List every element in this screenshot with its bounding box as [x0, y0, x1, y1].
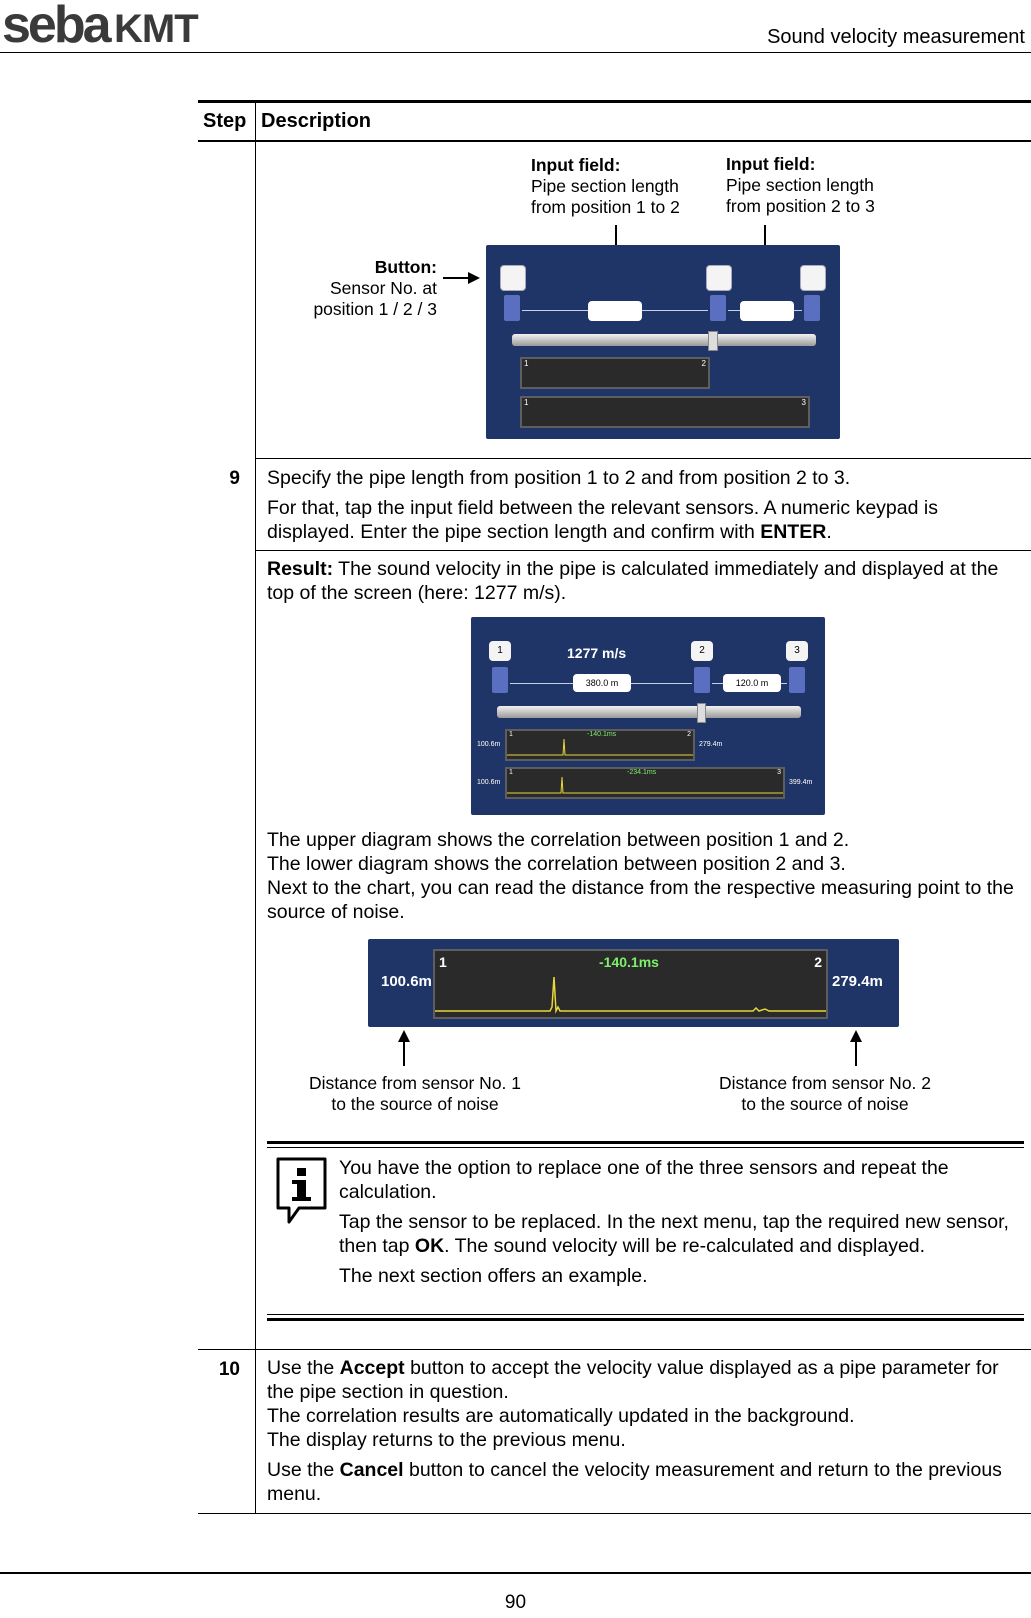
pipe-graphic	[497, 706, 801, 718]
sensor-button-2[interactable]: 2	[691, 641, 713, 661]
header-rule	[0, 52, 1031, 53]
infobox-bottom-rule-thin	[267, 1314, 1024, 1315]
step9-result: Result: The sound velocity in the pipe i…	[267, 558, 999, 604]
pipe-length-input-2[interactable]: 120.0 m	[723, 674, 781, 692]
correlation-chart-1-2: 1 2	[520, 357, 710, 389]
screen-result: 1 2 3 1277 m/s 380.0 m 120.0 m 100.6m 1 …	[471, 617, 825, 815]
correlation-trace	[435, 976, 826, 1014]
time-delay-readout: -140.1ms	[599, 954, 659, 970]
footer-rule	[0, 1572, 1031, 1574]
logo-text-seba: seba	[2, 2, 113, 48]
label-input-field-2: Input field: Pipe section length from po…	[726, 154, 875, 216]
arrowhead-icon	[468, 272, 480, 284]
table-bottom-rule	[198, 1513, 1031, 1514]
screen-empty: 1 2 1 3	[486, 245, 840, 439]
distance-left-readout: 100.6m	[381, 973, 432, 990]
pipe-joint	[708, 331, 718, 351]
figure3-arrows	[398, 1030, 862, 1066]
screen-chart-zoom: 100.6m 1 -140.1ms 2 279.4m	[368, 939, 899, 1027]
step10-instructions: Use the Accept button to accept the velo…	[267, 1357, 1002, 1505]
table-header-rule	[198, 140, 1031, 142]
step-number-10: 10	[218, 1359, 240, 1380]
info-icon	[276, 1157, 327, 1224]
column-header-step: Step	[203, 110, 247, 132]
row-rule	[255, 458, 1031, 459]
infobox-bottom-rule	[267, 1318, 1024, 1321]
pipe-length-input-1[interactable]	[588, 301, 642, 321]
pipe-joint	[697, 703, 706, 723]
row-rule	[255, 550, 1031, 551]
sebakmt-logo: seba KMT	[2, 2, 199, 48]
label-sensor-button: Button: Sensor No. at position 1 / 2 / 3	[313, 257, 437, 319]
sensor-icon	[694, 667, 710, 693]
sensor-button-3[interactable]	[800, 265, 826, 291]
pipe-length-input-1[interactable]: 380.0 m	[573, 674, 631, 692]
info-note: You have the option to replace one of th…	[339, 1157, 1009, 1287]
correlation-chart-1-3: 1 3	[520, 396, 810, 428]
sensor-icon	[504, 295, 520, 321]
section-title: Sound velocity measurement	[767, 26, 1025, 48]
step-number-9: 9	[229, 468, 240, 489]
step9-instructions: Specify the pipe length from position 1 …	[267, 467, 938, 543]
label-distance-sensor-1: Distance from sensor No. 1 to the source…	[308, 1073, 522, 1114]
sensor-icon	[804, 295, 820, 321]
label-distance-sensor-2: Distance from sensor No. 2 to the source…	[718, 1073, 932, 1114]
sensor-button-1[interactable]	[500, 265, 526, 291]
velocity-readout: 1277 m/s	[567, 645, 627, 661]
row-rule	[198, 1349, 1031, 1350]
arrowhead-icon	[850, 1030, 862, 1042]
sensor-icon	[492, 667, 508, 693]
correlation-trace	[507, 738, 693, 756]
correlation-chart-1-3: 1 -234.1ms 3	[505, 767, 785, 799]
pipe-length-input-2[interactable]	[740, 301, 794, 321]
correlation-chart-zoom: 1 -140.1ms 2	[433, 949, 828, 1019]
infobox-top-rule	[267, 1141, 1024, 1144]
correlation-chart-1-2: 1 -140.1ms 2	[505, 729, 695, 761]
distance-right-readout: 279.4m	[832, 973, 883, 990]
diagram-explanation: The upper diagram shows the correlation …	[267, 829, 1014, 923]
sensor-button-2[interactable]	[706, 265, 732, 291]
sensor-icon	[710, 295, 726, 321]
pipe-graphic	[512, 334, 816, 346]
correlation-trace	[507, 776, 783, 794]
arrowhead-icon	[398, 1030, 410, 1042]
sensor-button-3[interactable]: 3	[786, 641, 808, 661]
sensor-button-1[interactable]: 1	[489, 641, 511, 661]
page-number: 90	[504, 1592, 527, 1613]
column-header-description: Description	[261, 110, 372, 132]
table-column-divider	[255, 101, 256, 1514]
table-top-rule	[198, 100, 1031, 103]
sensor-icon	[789, 667, 805, 693]
infobox-top-rule-thin	[267, 1147, 1024, 1148]
logo-text-kmt: KMT	[114, 7, 198, 48]
label-input-field-1: Input field: Pipe section length from po…	[531, 155, 680, 217]
